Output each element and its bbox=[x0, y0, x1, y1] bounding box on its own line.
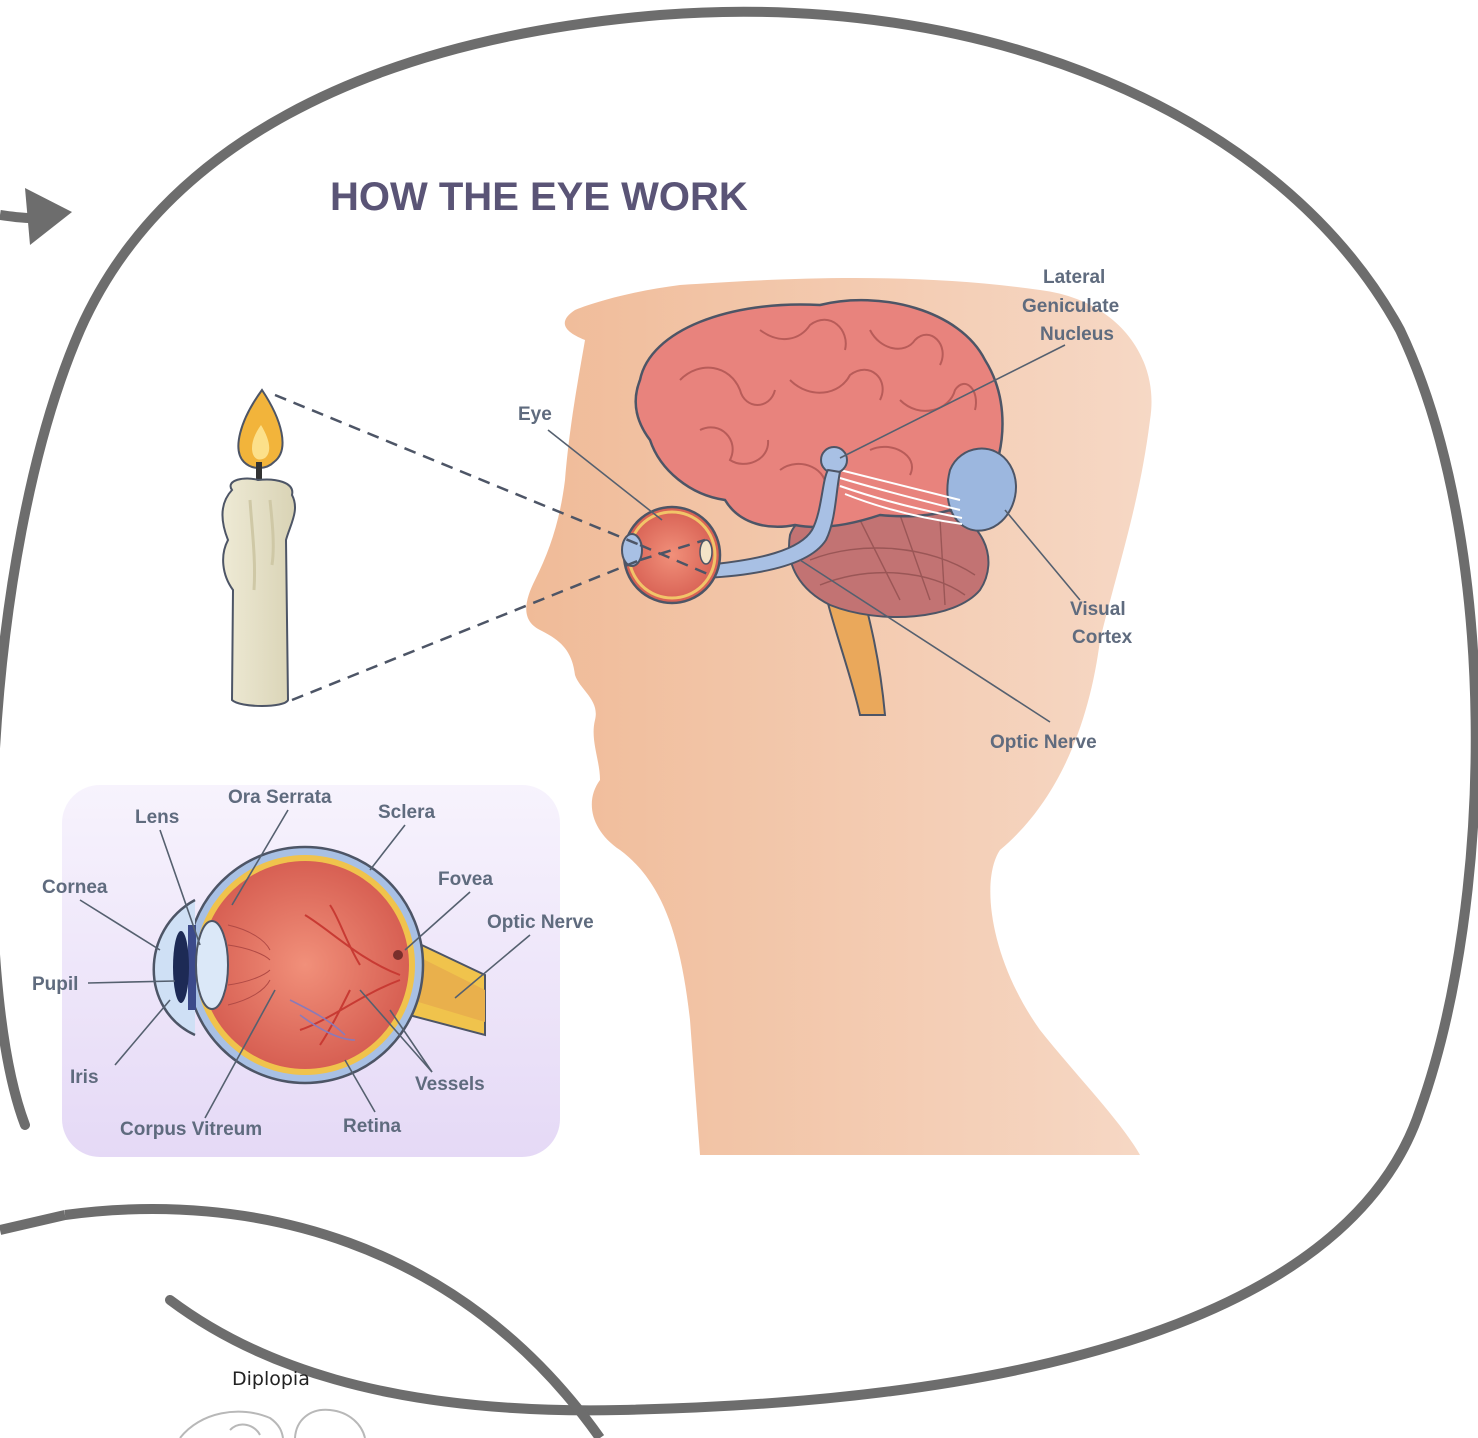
label-iris: Iris bbox=[70, 1067, 99, 1088]
label-sclera: Sclera bbox=[378, 802, 435, 823]
label-vessels: Vessels bbox=[415, 1074, 485, 1095]
label-optic-nerve-eye: Optic Nerve bbox=[487, 912, 594, 933]
label-eye: Eye bbox=[518, 404, 552, 425]
page-title: HOW THE EYE WORK bbox=[330, 175, 748, 219]
label-ora-serrata: Ora Serrata bbox=[228, 787, 332, 808]
diplopia-title: Diplopia bbox=[232, 1368, 310, 1390]
label-visual-cortex-2: Cortex bbox=[1072, 627, 1133, 648]
label-lens: Lens bbox=[135, 807, 179, 828]
arrow-head-icon bbox=[25, 188, 72, 245]
diplopia-brain-sketch bbox=[180, 1410, 365, 1438]
eyeball-small bbox=[622, 507, 720, 603]
label-lgn-1: Lateral bbox=[1043, 267, 1105, 288]
label-optic-nerve-head: Optic Nerve bbox=[990, 732, 1097, 753]
label-corpus-vitreum: Corpus Vitreum bbox=[120, 1119, 262, 1140]
label-lgn-3: Nucleus bbox=[1040, 324, 1114, 345]
label-lgn-2: Geniculate bbox=[1022, 296, 1119, 317]
lgn-node bbox=[821, 447, 847, 473]
label-pupil: Pupil bbox=[32, 974, 78, 995]
label-fovea: Fovea bbox=[438, 869, 493, 890]
label-visual-cortex-1: Visual bbox=[1070, 599, 1126, 620]
label-retina: Retina bbox=[343, 1116, 402, 1137]
candle bbox=[223, 390, 296, 706]
label-cornea: Cornea bbox=[42, 877, 108, 898]
visual-cortex bbox=[947, 449, 1016, 531]
